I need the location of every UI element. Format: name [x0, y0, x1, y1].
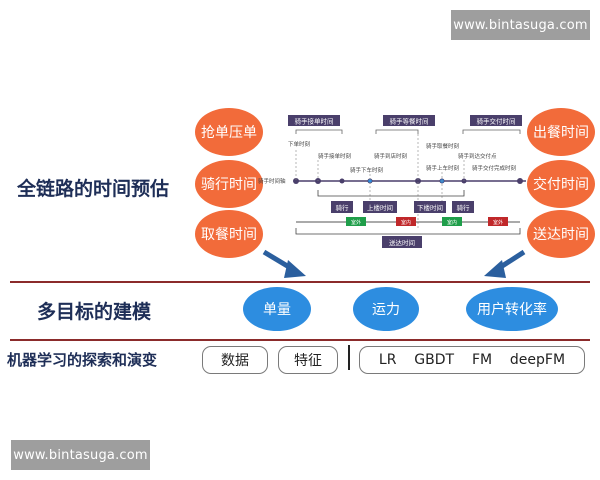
label-indoor-2: 室内 [447, 219, 457, 226]
label-rider-axis: 骑手时间轴 [258, 177, 286, 185]
label-indoor-1: 室内 [401, 219, 411, 226]
tag-ride-1 [331, 201, 353, 213]
bubble-delivery-handover-time: 交付时间 [527, 160, 595, 208]
separator-bar [348, 345, 350, 370]
label-ride-1: 骑行 [336, 203, 350, 212]
tag-upstairs-time [363, 201, 397, 213]
title-full-chain-time-estimation: 全链路的时间预估 [17, 178, 170, 200]
tag-outdoor-1 [346, 217, 366, 226]
tag-rider-accept-time [288, 115, 340, 126]
label-outdoor-1: 室外 [351, 219, 361, 226]
model-fm: FM [471, 352, 493, 368]
watermark-bottom: www.bintasuga.com [11, 440, 150, 470]
title-multi-objective-modeling: 多目标的建模 [37, 301, 152, 323]
pill-feature: 特征 [278, 346, 338, 374]
objective-user-conversion: 用户转化率 [466, 287, 558, 331]
bubble-grab-order: 抢单压单 [195, 108, 263, 156]
tag-outdoor-2 [488, 217, 508, 226]
title-ml-exploration: 机器学习的探索和演变 [7, 351, 158, 369]
objective-capacity: 运力 [353, 287, 419, 331]
rider-timeline-diagram: 骑手接单时间 骑手等餐时间 骑手交付时间 下单时刻 骑手接单时刻 骑手到店时刻 … [258, 115, 526, 278]
label-downstairs-time: 下楼时间 [417, 203, 443, 212]
label-order-moment: 下单时刻 [288, 140, 311, 148]
label-rider-board-moment: 骑手上车时刻 [426, 164, 460, 172]
label-rider-accept-time: 骑手接单时间 [295, 117, 334, 126]
label-delivery-time: 送达时间 [389, 238, 415, 247]
label-rider-arrive-dropoff: 骑手到达交付点 [458, 152, 497, 160]
bubble-pickup-time: 取餐时间 [195, 210, 263, 258]
tag-rider-wait-time [383, 115, 435, 126]
label-rider-handover-done: 骑手交付完成时刻 [472, 164, 517, 172]
arrow-left-down [262, 249, 306, 278]
model-gbdt: GBDT [414, 352, 455, 368]
tag-indoor-1 [396, 217, 416, 226]
model-lr: LR [378, 352, 397, 368]
label-rider-arrive-store: 骑手到店时刻 [374, 152, 408, 160]
timeline-blue-points [368, 179, 444, 183]
arrow-right-down [484, 249, 526, 278]
label-rider-accept-moment: 骑手接单时刻 [318, 152, 352, 160]
bracket-wait [375, 129, 419, 134]
divider-top [10, 281, 590, 283]
tag-ride-2 [452, 201, 474, 213]
model-deepfm: deepFM [509, 352, 566, 368]
bracket-accept [295, 129, 343, 134]
bracket-delivery [295, 228, 521, 235]
label-upstairs-time: 上楼时间 [367, 203, 393, 212]
tag-downstairs-time [414, 201, 446, 213]
tag-indoor-2 [442, 217, 462, 226]
bubble-meal-ready-time: 出餐时间 [527, 108, 595, 156]
objective-order-volume: 单量 [243, 287, 311, 331]
tag-delivery-time [382, 236, 422, 248]
pill-models: LR GBDT FM deepFM [359, 346, 585, 374]
tag-rider-handover-time [470, 115, 522, 126]
label-rider-pickup-moment: 骑手取餐时刻 [426, 142, 460, 150]
bracket-ride-segment [317, 190, 465, 197]
label-rider-wait-time: 骑手等餐时间 [390, 117, 429, 126]
bubble-ride-time: 骑行时间 [195, 160, 263, 208]
pill-data: 数据 [202, 346, 268, 374]
label-rider-alight-moment: 骑手下车时刻 [350, 166, 384, 174]
label-ride-2: 骑行 [457, 203, 471, 212]
label-rider-handover-time: 骑手交付时间 [477, 117, 516, 126]
divider-bottom [10, 339, 590, 341]
bracket-handover [462, 129, 521, 134]
watermark-top: www.bintasuga.com [451, 10, 590, 40]
label-outdoor-2: 室外 [493, 219, 503, 226]
bubble-arrival-time: 送达时间 [527, 210, 595, 258]
